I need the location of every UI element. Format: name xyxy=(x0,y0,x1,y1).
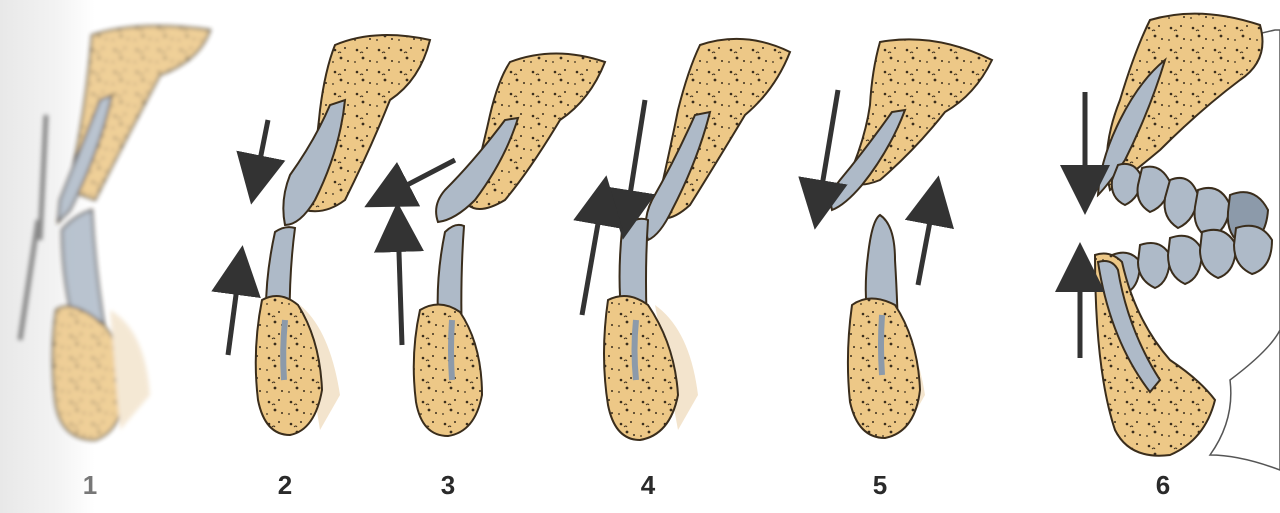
panel-label-5: 5 xyxy=(860,470,900,501)
panel-6 xyxy=(1080,14,1280,470)
panel-label-4: 4 xyxy=(628,470,668,501)
arrow-up-4 xyxy=(582,195,603,315)
arrow-up-5 xyxy=(918,195,935,285)
panel-1 xyxy=(20,26,210,440)
arrow-up-3 xyxy=(398,222,402,345)
panel-5 xyxy=(818,39,992,438)
panel-label-6: 6 xyxy=(1143,470,1183,501)
panel-4 xyxy=(582,39,790,440)
arrow-down-4 xyxy=(626,100,645,220)
lower-teeth-row-6 xyxy=(1110,226,1272,292)
panel-label-2: 2 xyxy=(265,470,305,501)
upper-bone-1 xyxy=(68,26,210,200)
panel-3 xyxy=(382,54,605,437)
arrow-up-2 xyxy=(228,265,240,355)
lower-bone-2 xyxy=(256,296,322,435)
panel-label-1: 1 xyxy=(70,470,110,501)
upper-bone-3 xyxy=(468,54,605,210)
arrow-down-2 xyxy=(255,120,268,185)
lower-bone-3 xyxy=(414,304,482,436)
panel-label-3: 3 xyxy=(428,470,468,501)
